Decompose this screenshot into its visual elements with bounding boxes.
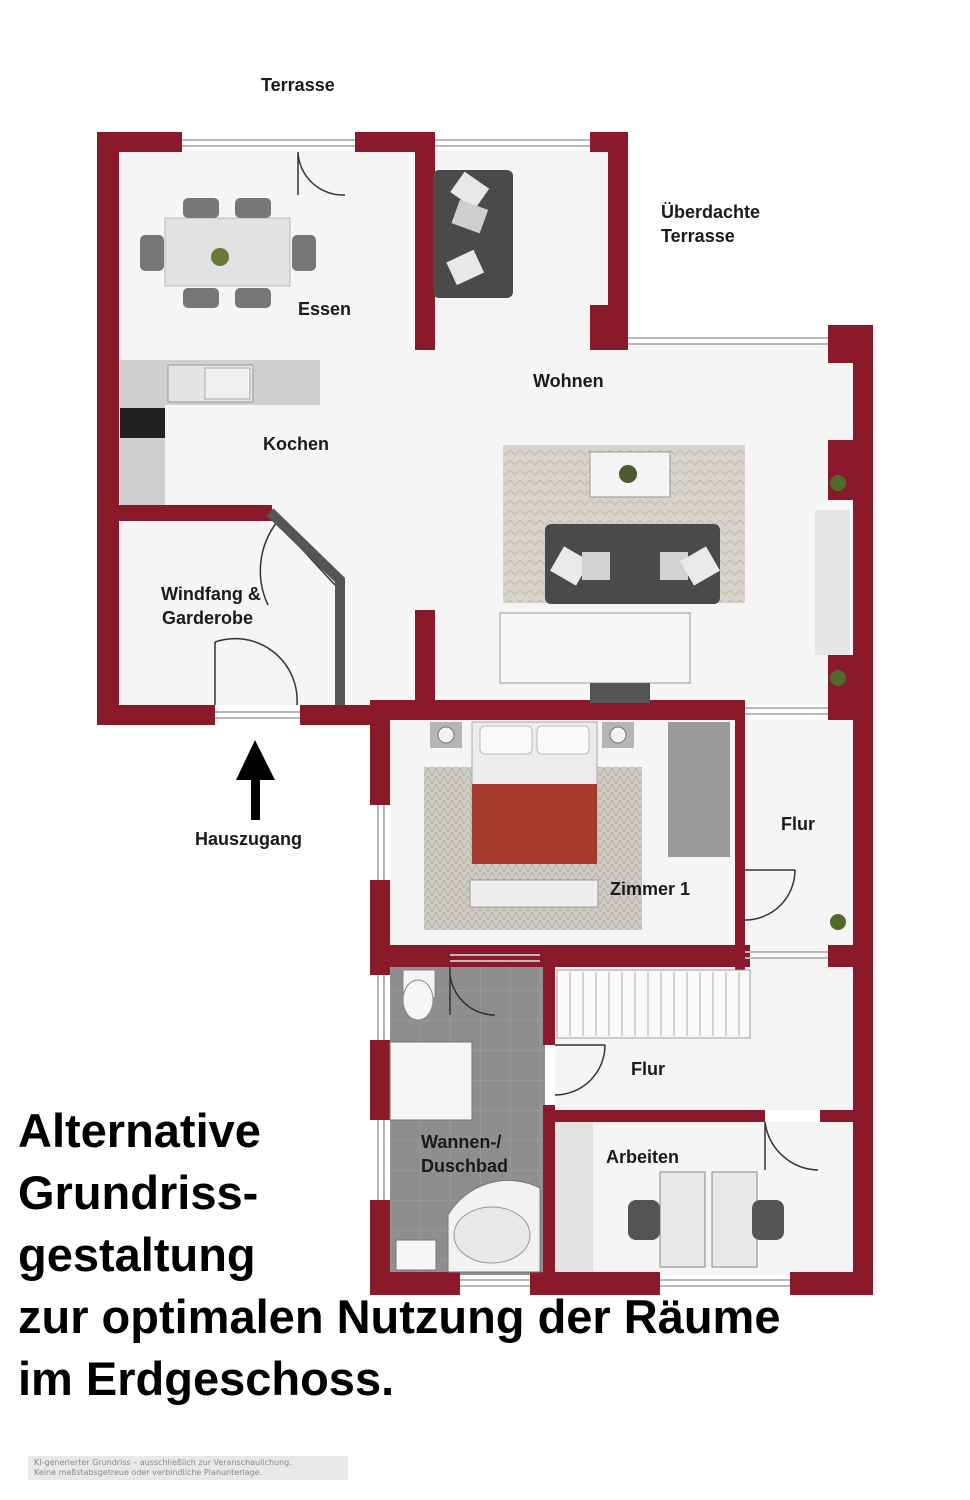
headline-line-4: zur optimalen Nutzung der Räume bbox=[18, 1290, 781, 1343]
headline: Alternative Grundriss- gestaltung zur op… bbox=[18, 1100, 781, 1410]
walls bbox=[97, 132, 873, 1295]
arrow-up-icon bbox=[236, 740, 275, 820]
bathroom-fixtures bbox=[389, 969, 541, 1273]
label-ueberdachte-terrasse-2: Terrasse bbox=[661, 226, 735, 246]
dining-table bbox=[140, 198, 316, 308]
windows bbox=[182, 139, 828, 1287]
headline-line-3: gestaltung bbox=[18, 1228, 256, 1281]
sofa-top bbox=[433, 170, 513, 298]
label-hauszugang: Hauszugang bbox=[195, 829, 303, 849]
disclaimer-line-2: Keine maßstabsgetreue oder verbindliche … bbox=[34, 1468, 263, 1477]
label-flur-bottom: Flur bbox=[631, 1059, 665, 1079]
label-terrasse: Terrasse bbox=[261, 75, 335, 95]
label-ueberdachte-terrasse-1: Überdachte bbox=[661, 202, 761, 222]
office-desks bbox=[555, 1122, 784, 1272]
disclaimer-line-1: KI-generierter Grundriss – ausschließlic… bbox=[34, 1458, 292, 1467]
windfang-angled-wall bbox=[266, 508, 345, 705]
stairs bbox=[556, 969, 751, 1039]
label-flur-top: Flur bbox=[781, 814, 815, 834]
stair-steps bbox=[569, 972, 740, 1036]
doors bbox=[214, 151, 819, 1171]
label-windfang-2: Garderobe bbox=[162, 608, 254, 628]
headline-line-1: Alternative bbox=[18, 1104, 261, 1157]
label-zimmer-1: Zimmer 1 bbox=[610, 879, 691, 899]
label-arbeiten: Arbeiten bbox=[606, 1147, 680, 1167]
label-wohnen: Wohnen bbox=[533, 371, 604, 391]
headline-line-5: im Erdgeschoss. bbox=[18, 1352, 395, 1405]
disclaimer: KI-generierter Grundriss – ausschließlic… bbox=[28, 1456, 348, 1480]
headline-line-2: Grundriss- bbox=[18, 1166, 259, 1219]
label-windfang-1: Windfang & bbox=[161, 584, 261, 604]
kitchen-counter bbox=[120, 360, 320, 505]
label-essen: Essen bbox=[298, 299, 352, 319]
bedroom bbox=[424, 721, 846, 930]
label-bad-1: Wannen-/ bbox=[421, 1132, 502, 1152]
living-area bbox=[499, 445, 850, 703]
label-kochen: Kochen bbox=[263, 434, 330, 454]
label-bad-2: Duschbad bbox=[421, 1156, 509, 1176]
